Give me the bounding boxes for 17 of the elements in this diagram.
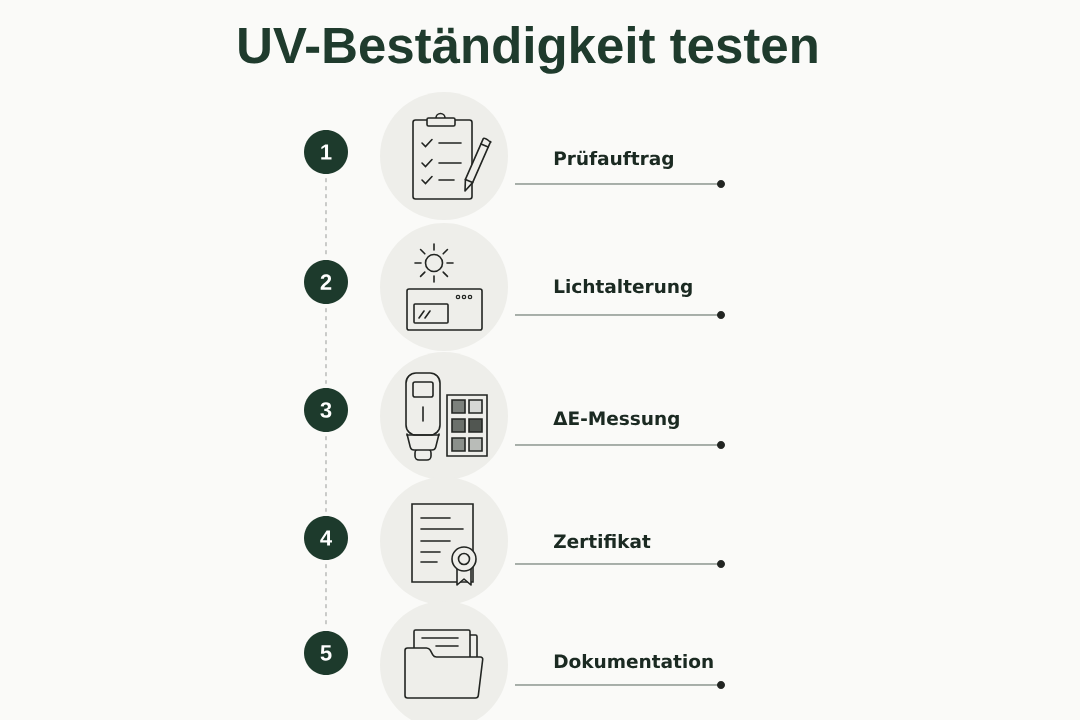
number-badge: 4 [304, 516, 348, 560]
step-label: Lichtalterung [554, 278, 692, 297]
dashed-connector [325, 307, 327, 385]
step-label: ΔE-Messung [553, 411, 679, 429]
dashed-connector [325, 177, 327, 257]
number-badge: 5 [304, 631, 348, 675]
title: UV-Beständigkeit testen [239, 26, 817, 74]
icon-circle [380, 223, 508, 351]
number-badge: 1 [304, 130, 348, 174]
number-badge: 3 [304, 388, 348, 432]
step-label: Prüfauftrag [554, 150, 673, 169]
dashed-connector [325, 435, 327, 513]
icon-circle [380, 477, 508, 605]
step-label: Zertifikat [554, 533, 651, 549]
step-label: Dokumentation [554, 653, 713, 669]
number-badge: 2 [304, 260, 348, 304]
icon-circle [380, 92, 508, 220]
